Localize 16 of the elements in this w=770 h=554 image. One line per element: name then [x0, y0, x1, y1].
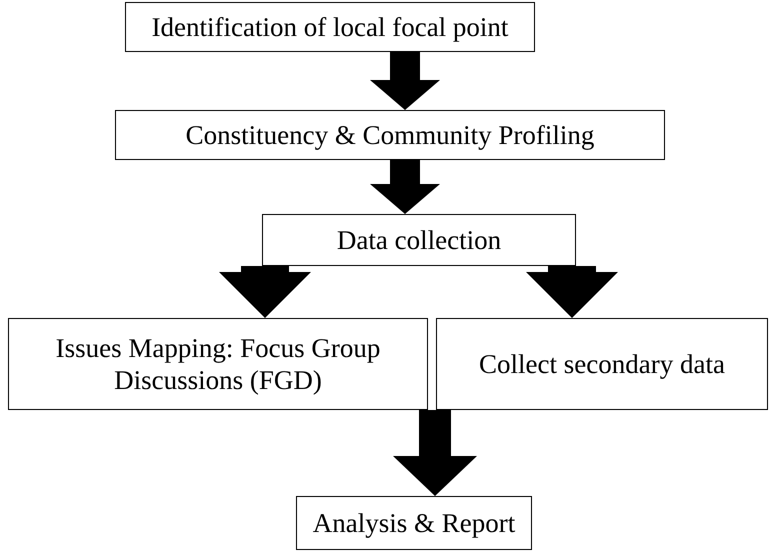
box-label: Collect secondary data — [479, 348, 725, 380]
process-box — [436, 318, 768, 410]
box-label: Issues Mapping: Focus Group Discussions (FGD) — [54, 332, 382, 396]
box-label: Data collection — [336, 224, 502, 256]
process-box — [115, 110, 665, 160]
box-label: Constituency & Community Profiling — [186, 118, 594, 152]
block-arrow — [370, 52, 440, 110]
block-arrow — [526, 266, 618, 318]
block-arrow — [219, 266, 311, 318]
process-box — [296, 496, 532, 550]
block-arrow — [370, 160, 440, 214]
box-label: Identification of local focal point — [152, 10, 508, 44]
box-label: Analysis & Report — [312, 506, 516, 540]
process-box — [262, 214, 576, 266]
process-box — [125, 2, 535, 52]
process-box — [8, 318, 428, 410]
